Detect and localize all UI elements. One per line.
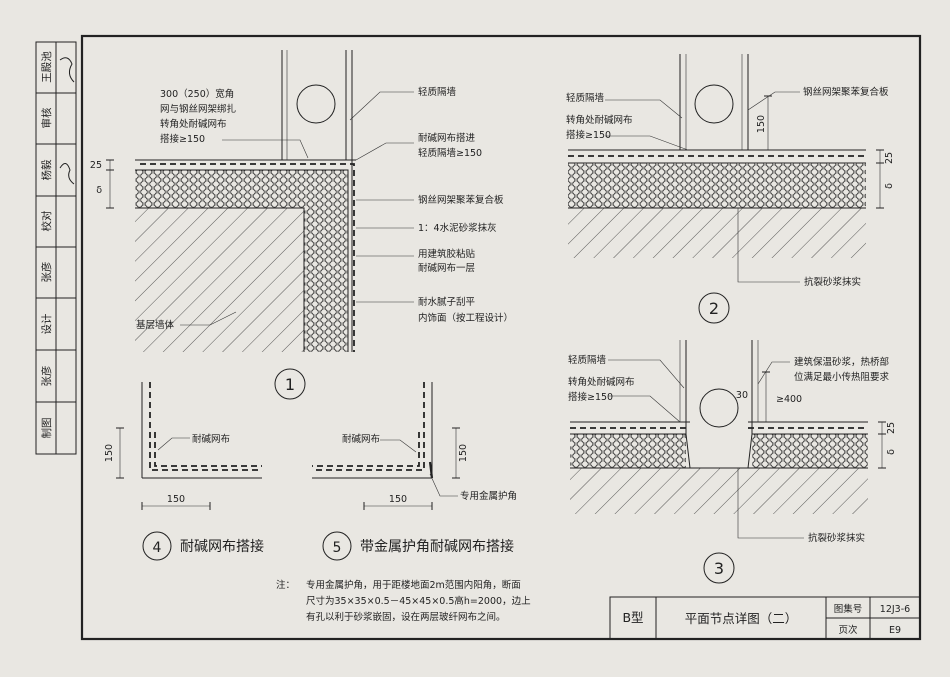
label-insul-2: 位满足最小传热阻要求 [794, 371, 890, 383]
page-value: E9 [889, 625, 901, 636]
label-light-wall: 轻质隔墙 [568, 354, 607, 366]
label-putty-2: 内饰面（按工程设计） [418, 312, 513, 324]
dim-30: 30 [736, 390, 748, 401]
label-glue-2: 耐碱网布一层 [418, 262, 475, 274]
label-metal-corner: 专用金属护角 [460, 490, 517, 502]
detail-number-text-3: 3 [714, 559, 724, 578]
note-prefix: 注： [276, 579, 295, 591]
label-base-wall: 基层墙体 [136, 319, 175, 331]
label-crack: 抗裂砂浆抹实 [808, 532, 865, 544]
label-light-wall: 轻质隔墙 [418, 86, 457, 98]
label-board: 钢丝网架聚苯复合板 [418, 194, 504, 206]
title-text: 平面节点详图（二） [685, 611, 798, 626]
label-mortar: 1：4水泥砂浆抹灰 [418, 222, 497, 234]
dim-delta: δ [884, 183, 895, 189]
detail-4: 150 150 耐碱网布 4 耐碱网布搭接 [104, 382, 264, 561]
label-mesh-lap-2: 轻质隔墙≥150 [418, 147, 482, 159]
dim-delta: δ [96, 185, 102, 196]
detail-title-4: 耐碱网布搭接 [180, 538, 264, 555]
label-corner-mesh-1: 转角处耐碱网布 [566, 114, 633, 126]
label-corner-mesh-4: 搭接≥150 [160, 133, 205, 145]
label-board: 钢丝网架聚苯复合板 [803, 86, 889, 98]
dim-delta: δ [886, 449, 897, 455]
detail-number-text-2: 2 [709, 299, 719, 318]
label-corner-mesh-1: 300（250）宽角 [160, 88, 234, 100]
page-label: 页次 [838, 624, 858, 636]
strip-role-4: 校对 [40, 210, 53, 231]
detail-2: 150 25 δ 轻质隔墙 钢丝网架聚苯复合板 转角处耐碱网布 搭接≥150 抗… [566, 54, 895, 324]
label-putty-1: 耐水腻子刮平 [418, 296, 476, 308]
dim-150-h: 150 [167, 494, 185, 505]
label-mesh-lap-1: 耐碱网布搭进 [418, 132, 476, 144]
label-corner-mesh-2: 搭接≥150 [566, 129, 611, 141]
label-crack: 抗裂砂浆抹实 [804, 276, 861, 288]
dim-25: 25 [90, 160, 102, 171]
dim-150: 150 [756, 115, 767, 133]
dim-25: 25 [884, 152, 895, 164]
note-block: 注： 专用金属护角，用于距楼地面2m范围内阳角，断面 尺寸为35×35×0.5－… [276, 579, 531, 623]
label-corner-mesh-2: 搭接≥150 [568, 391, 613, 403]
note-line-3: 有孔以利于砂浆嵌固，设在两层玻纤网布之间。 [306, 611, 506, 623]
dim-400: ≥400 [776, 394, 802, 405]
label-light-wall: 轻质隔墙 [566, 92, 605, 104]
strip-role-7: 王殿池 [40, 51, 53, 83]
signature-mark [59, 163, 75, 185]
signature-mark [59, 57, 75, 83]
detail-3: ≥400 30 25 δ 轻质隔墙 转角处耐碱网布 搭接≥150 建筑保温砂浆，… [568, 340, 897, 584]
detail-number-text-4: 4 [153, 540, 162, 556]
detail-5: 150 150 耐碱网布 专用金属护角 5 带金属护角耐碱网布搭接 [312, 382, 517, 561]
detail-number-2 [698, 292, 730, 324]
title-block: B型 平面节点详图（二） 图集号 12J3-6 页次 E9 [609, 596, 921, 640]
strip-role-5: 杨毅 [40, 159, 53, 180]
dim-150-v: 150 [104, 444, 115, 462]
detail-number-text-5: 5 [333, 540, 342, 556]
detail-number-3 [703, 552, 735, 584]
label-corner-mesh-1: 转角处耐碱网布 [568, 376, 635, 388]
label-mesh: 耐碱网布 [192, 433, 230, 445]
note-line-1: 专用金属护角，用于距楼地面2m范围内阳角，断面 [306, 579, 521, 591]
signature-strip: 制图 张彦 设计 张彦 校对 杨毅 审核 王殿池 [35, 41, 77, 455]
label-corner-mesh-3: 转角处耐碱网布 [160, 118, 227, 130]
title-type: B型 [622, 610, 643, 625]
detail-number-text-1: 1 [285, 375, 295, 394]
note-line-2: 尺寸为35×35×0.5－45×45×0.5高h=2000，边上 [306, 595, 531, 607]
label-corner-mesh-2: 网与钢丝网架绑扎 [160, 103, 237, 115]
detail-1: 25 δ 300（250）宽角 网与钢丝网架绑扎 转角处耐碱网布 搭接≥150 … [90, 50, 513, 400]
label-insul-1: 建筑保温砂浆，热桥部 [794, 356, 889, 368]
strip-role-6: 审核 [40, 107, 53, 128]
detail-number-5 [322, 531, 352, 561]
atlas-value: 12J3-6 [880, 604, 910, 615]
dim-150-v: 150 [458, 444, 469, 462]
label-glue-1: 用建筑胶粘贴 [418, 248, 476, 260]
label-mesh: 耐碱网布 [342, 433, 380, 445]
dim-25: 25 [886, 422, 897, 434]
detail-number-4 [142, 531, 172, 561]
dim-150-h: 150 [389, 494, 407, 505]
strip-role-0: 制图 [40, 418, 53, 439]
sheet-border [80, 34, 922, 641]
atlas-label: 图集号 [834, 603, 863, 615]
detail-number-1 [274, 368, 306, 400]
detail-title-5: 带金属护角耐碱网布搭接 [360, 538, 514, 555]
strip-role-1: 张彦 [40, 366, 53, 387]
strip-role-3: 张彦 [40, 262, 53, 283]
strip-role-2: 设计 [40, 313, 53, 334]
